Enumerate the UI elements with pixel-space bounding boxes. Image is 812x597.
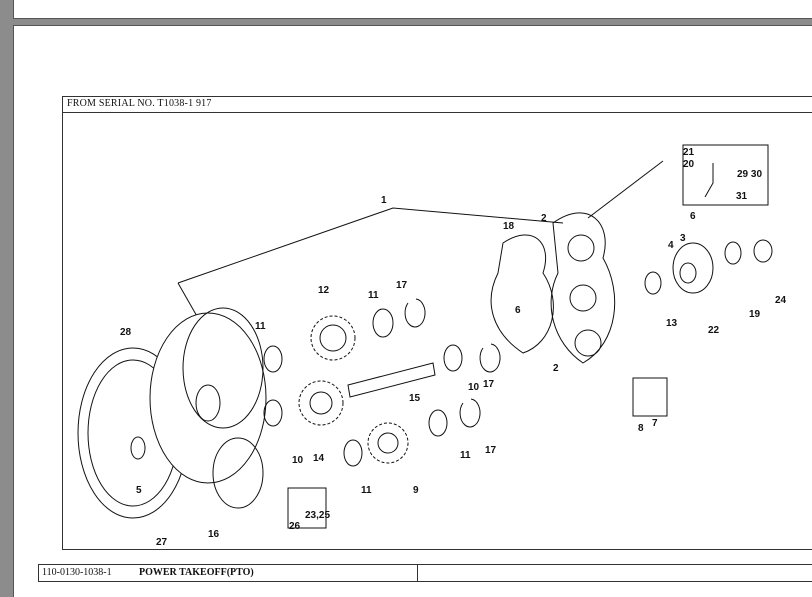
- viewer-top-bar: [13, 0, 812, 19]
- callout-label: 21: [683, 147, 695, 158]
- frame-header: FROM SERIAL NO. T1038-1 917: [63, 97, 812, 113]
- callout-label: 8: [638, 423, 644, 434]
- callout-label: 28: [120, 327, 132, 338]
- document-page: FROM SERIAL NO. T1038-1 917: [13, 25, 812, 597]
- diagram-frame: FROM SERIAL NO. T1038-1 917: [62, 96, 812, 550]
- bearing-part: [263, 345, 283, 373]
- callout-label: 18: [503, 221, 515, 232]
- callout-label: 29 30: [737, 169, 762, 180]
- callout-label: 15: [409, 393, 421, 404]
- housing-part: [149, 312, 267, 484]
- callout-label: 1: [381, 195, 387, 206]
- callout-label: 23,25: [305, 510, 330, 521]
- section-title: POWER TAKEOFF(PTO): [139, 567, 254, 578]
- assembly-bracket: [177, 207, 564, 284]
- callout-label: 4: [668, 240, 674, 251]
- callout-label: 11: [361, 485, 372, 496]
- footer-table: 110-0130-1038-1 POWER TAKEOFF(PTO): [38, 564, 812, 582]
- callout-label: 12: [318, 285, 330, 296]
- callout-label: 9: [413, 485, 419, 496]
- callout-label: 3: [680, 233, 686, 244]
- callout-label: 10: [468, 382, 480, 393]
- serial-label: FROM SERIAL NO. T1038-1 917: [67, 98, 212, 109]
- callout-label: 11: [368, 290, 379, 301]
- callout-label: 27: [156, 537, 168, 548]
- callout-label: 13: [666, 318, 678, 329]
- shaft-part: [347, 362, 436, 398]
- callout-label: 2: [553, 363, 559, 374]
- callout-label: 22: [708, 325, 720, 336]
- pto-cover-part: [550, 212, 616, 364]
- callout-label: 11: [460, 450, 471, 461]
- callout-labels: 1 2 2 3 4 5 6 6 7 8 9 10 10 11 11 11 11 …: [120, 147, 787, 548]
- callout-label: 5: [136, 485, 142, 496]
- gasket-part: [490, 234, 554, 354]
- callout-label: 17: [483, 379, 495, 390]
- callout-label: 11: [255, 321, 266, 332]
- callout-label: 17: [396, 280, 408, 291]
- gear-part: [310, 315, 356, 361]
- callout-label: 26: [289, 521, 301, 532]
- callout-label: 16: [208, 529, 220, 540]
- callout-label: 6: [515, 305, 521, 316]
- callout-label: 24: [775, 295, 787, 306]
- callout-label: 2: [541, 213, 547, 224]
- callout-label: 10: [292, 455, 304, 466]
- footer-divider: [417, 565, 418, 581]
- callout-label: 31: [736, 191, 748, 202]
- callout-label: 17: [485, 445, 497, 456]
- callout-label: 6: [690, 211, 696, 222]
- callout-label: 7: [652, 418, 658, 429]
- detail-inset: [682, 144, 769, 206]
- part-code: 110-0130-1038-1: [42, 567, 112, 578]
- callout-label: 19: [749, 309, 761, 320]
- callout-label: 14: [313, 453, 325, 464]
- pto-exploded-diagram: 1 2 2 3 4 5 6 6 7 8 9 10 10 11 11 11 11 …: [77, 144, 787, 548]
- callout-label: 20: [683, 159, 695, 170]
